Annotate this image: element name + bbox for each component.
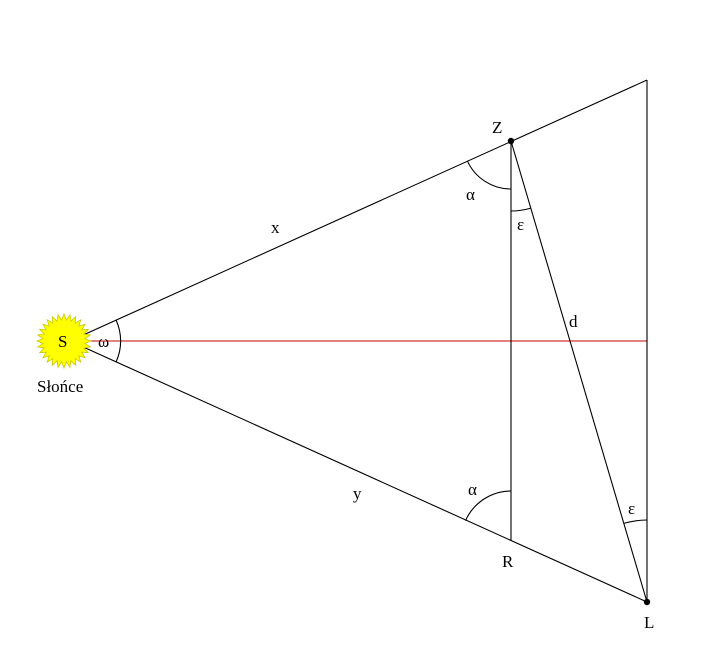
alpha-bottom-label: α (468, 480, 477, 499)
alpha-bottom-arc (464, 490, 512, 521)
upper-ray-line (69, 79, 648, 342)
point-l-dot (643, 598, 651, 606)
epsilon-l-arc (623, 519, 648, 524)
side-d-label: d (569, 312, 578, 331)
sun-label: S (58, 332, 67, 351)
omega-label: ω (98, 332, 109, 351)
epsilon-z-label: ε (517, 215, 524, 234)
side-y-label: y (353, 484, 362, 503)
alpha-top-arc (466, 160, 512, 190)
epsilon-z-arc (510, 207, 531, 212)
omega-angle-arc (115, 319, 122, 363)
epsilon-l-label: ε (628, 499, 635, 518)
point-r-label: R (502, 552, 514, 571)
point-l-label: L (644, 613, 654, 632)
side-x-label: x (271, 218, 280, 237)
sun-caption: Słońce (37, 377, 83, 396)
point-z-label: Z (492, 118, 502, 137)
sun-icon (35, 312, 93, 370)
lower-ray-line (69, 340, 648, 603)
point-z-dot (507, 137, 515, 145)
alpha-top-label: α (466, 185, 475, 204)
segment-d-line (510, 140, 648, 603)
